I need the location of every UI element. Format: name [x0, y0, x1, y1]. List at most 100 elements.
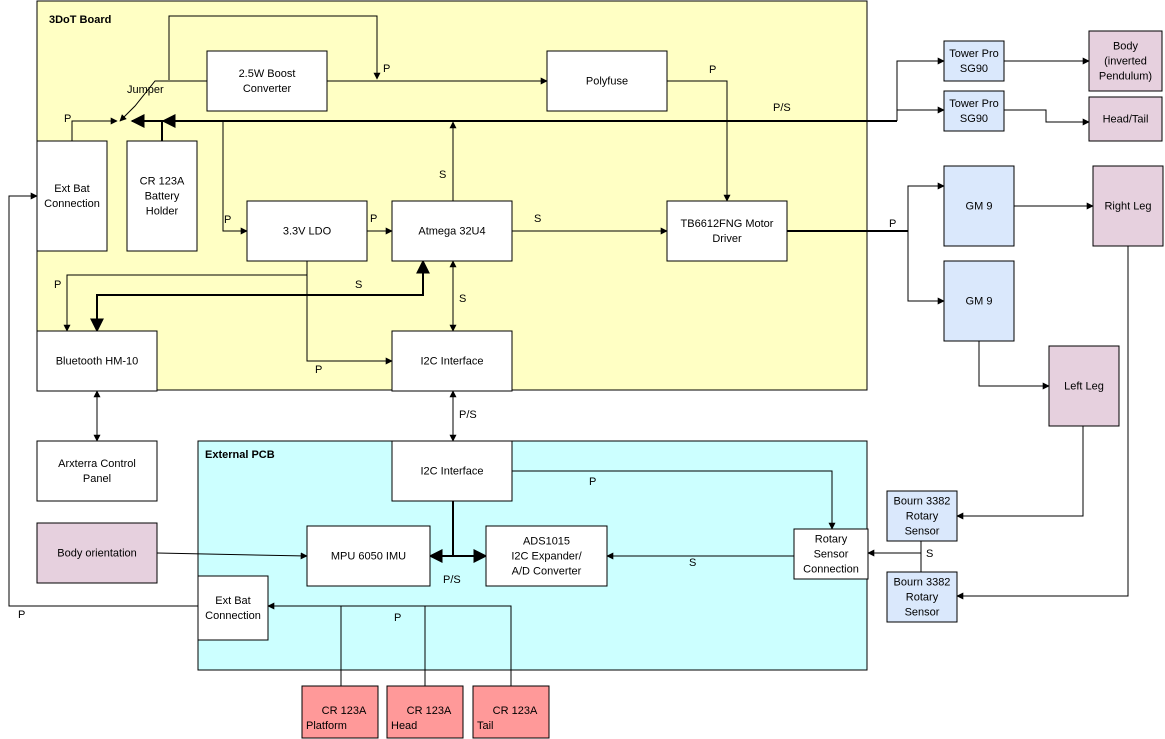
node-label: Head	[391, 720, 417, 732]
node-label: CR 123A	[322, 705, 367, 717]
node-bluetooth: Bluetooth HM-10	[36, 330, 158, 392]
node-label: CR 123A	[407, 705, 452, 717]
node-box	[36, 140, 108, 252]
label-s-atmega-up: S	[439, 169, 446, 181]
board-title: 3DoT Board	[49, 14, 111, 26]
node-mpu: MPU 6050 IMU	[306, 525, 431, 587]
label-p-bluetooth: P	[54, 279, 61, 291]
node-box	[391, 200, 513, 262]
wire-bourn-rotary	[867, 541, 922, 557]
label-p-ext-bat: P	[64, 113, 71, 125]
label-p-polyfuse: P	[709, 64, 716, 76]
node-label: Battery	[145, 191, 180, 203]
node-bat-head: CR 123A Head	[386, 685, 464, 739]
wire-gm9-leftleg	[978, 341, 1050, 390]
node-label: GM 9	[966, 201, 993, 213]
wire-orientation-mpu	[156, 552, 308, 560]
wire-motor-gm9bottom	[907, 231, 945, 305]
node-label: GM 9	[966, 296, 993, 308]
node-label: SG90	[960, 113, 988, 125]
label-s-atmega-motor: S	[534, 213, 541, 225]
wire-extbat-bus	[71, 117, 118, 141]
wire-bus-servo1	[896, 57, 945, 121]
label-ps-imu-bus: P/S	[443, 574, 461, 586]
wire-extbat-loop	[8, 192, 198, 607]
node-box	[391, 440, 513, 502]
node-box	[391, 330, 513, 392]
node-polyfuse: Polyfuse	[546, 50, 668, 112]
node-label: A/D Converter	[512, 566, 582, 578]
node-label: Bourn 3382	[894, 577, 951, 589]
node-box	[943, 40, 1005, 82]
node-box	[943, 90, 1005, 132]
wire-rightleg-bourn	[956, 246, 1129, 600]
node-label: Polyfuse	[586, 76, 628, 88]
node-box	[246, 200, 368, 262]
node-box	[1048, 345, 1120, 427]
node-box	[1092, 165, 1164, 247]
node-box	[793, 528, 869, 580]
label-ps-servo-bus: P/S	[773, 102, 791, 114]
node-box	[306, 525, 431, 587]
node-label: Rotary	[906, 511, 939, 523]
label-p-ldo-in: P	[224, 214, 231, 226]
node-box	[666, 200, 788, 262]
label-ps-i2c-link: P/S	[459, 409, 477, 421]
node-label: Sensor	[905, 526, 940, 538]
wire-batteries-extbat	[267, 602, 512, 686]
node-label: Head/Tail	[1103, 114, 1149, 126]
node-box	[1088, 96, 1163, 142]
node-box	[943, 165, 1015, 247]
node-label: Platform	[306, 720, 347, 732]
label-p-i2c-top: P	[315, 364, 322, 376]
label-p-boost-out: P	[383, 63, 390, 75]
node-box	[386, 685, 464, 739]
node-box	[546, 50, 668, 112]
node-label: Left Leg	[1064, 381, 1104, 393]
node-i2c-top: I2C Interface	[391, 330, 513, 392]
wire-bus-ldo	[222, 121, 248, 235]
node-label: Connection	[803, 564, 859, 576]
label-s-i2c-atmega: S	[459, 293, 466, 305]
node-label: Sensor	[814, 549, 849, 561]
node-label: Rotary	[906, 592, 939, 604]
node-label: Bluetooth HM-10	[56, 356, 139, 368]
edge-labels: Jumper P P P P/S S P P S P P S S P P/S P…	[18, 63, 933, 624]
node-label: CR 123A	[140, 176, 185, 188]
node-box	[886, 571, 958, 623]
node-label: Pendulum)	[1099, 71, 1152, 83]
node-label: Tail	[477, 720, 494, 732]
node-label: Rotary	[815, 534, 848, 546]
node-box	[301, 685, 379, 739]
node-box	[943, 260, 1015, 342]
node-label: ADS1015	[523, 536, 570, 548]
wire-i2c-rotary	[512, 470, 836, 530]
wire-bluetooth-atmega	[90, 259, 430, 333]
node-label: Sensor	[905, 607, 940, 619]
label-s-rotary-ads: S	[689, 557, 696, 569]
node-bat-platform: CR 123A Platform	[301, 685, 379, 739]
label-p-motor-out: P	[889, 218, 896, 230]
node-label: Driver	[712, 233, 742, 245]
node-label: TB6612FNG Motor	[681, 218, 774, 230]
label-p-ext-bat-loop: P	[18, 609, 25, 621]
node-right-leg: Right Leg	[1092, 165, 1164, 247]
node-label: SG90	[960, 63, 988, 75]
node-label: I2C Interface	[421, 356, 484, 368]
node-body-orientation: Body orientation	[36, 522, 158, 584]
node-label: Right Leg	[1104, 201, 1151, 213]
node-box	[197, 575, 269, 641]
node-label: MPU 6050 IMU	[331, 551, 406, 563]
label-s-bourn: S	[926, 548, 933, 560]
label-jumper: Jumper	[127, 84, 164, 96]
node-box	[36, 440, 158, 502]
